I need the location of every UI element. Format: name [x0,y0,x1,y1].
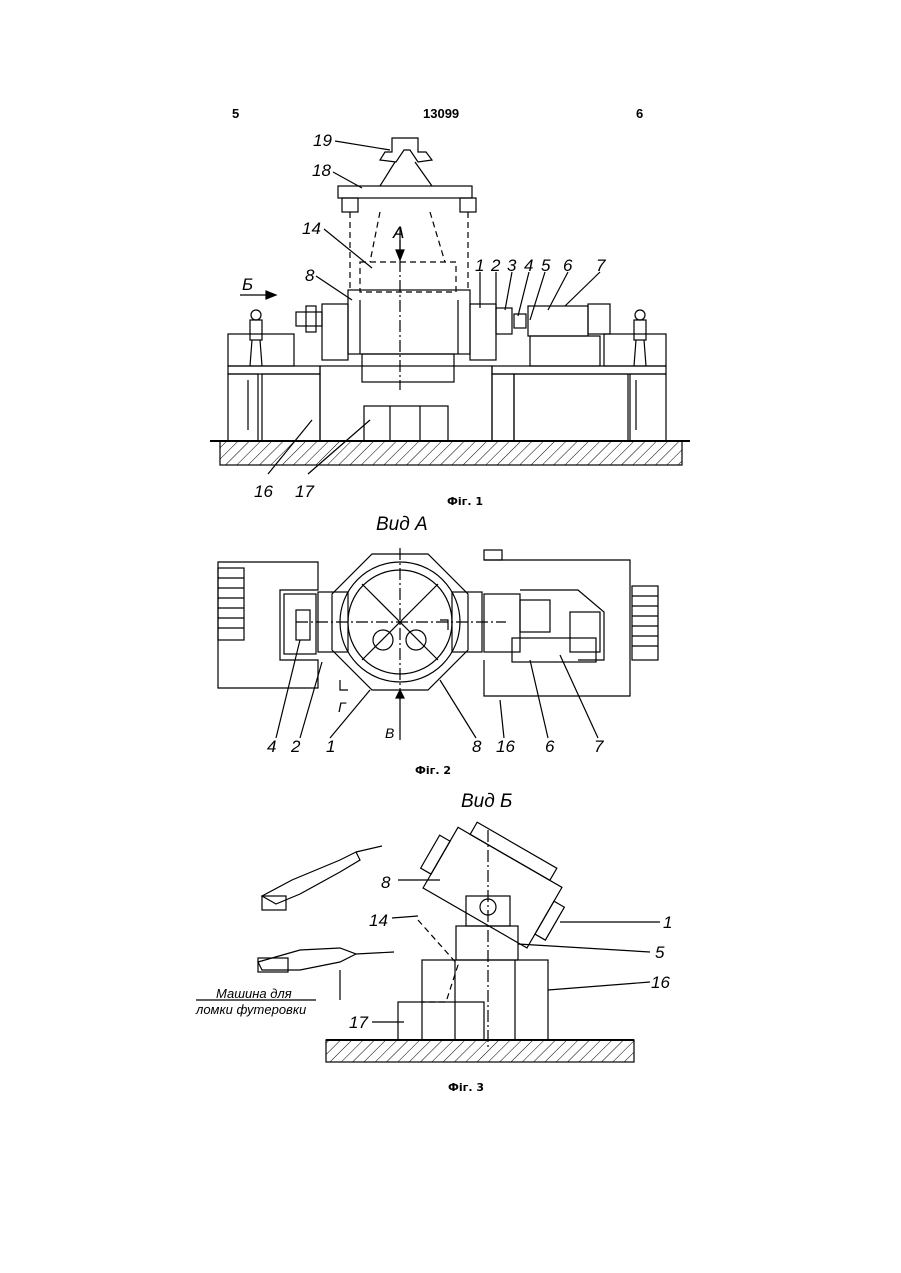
document-number: 13099 [423,106,459,121]
drive-motor [528,306,588,336]
fig2-label-1: 1 [326,737,335,756]
converter-bottom [362,354,454,382]
fig3-label-17: 17 [349,1013,368,1032]
fig1-label-2: 2 [490,256,501,275]
support-5 [456,926,518,960]
figure-2-view-title: Вид А [376,514,428,536]
fig1-label-19: 19 [313,131,332,150]
traverse-beam [338,186,472,198]
figure-2-caption: Фіг. 2 [415,764,451,777]
fig1-label-18: 18 [312,161,331,180]
fig2-arrow-v: В [385,725,394,741]
tilted-converter [413,820,580,954]
fig3-label-14: 14 [369,911,388,930]
worker-left-icon [250,310,262,366]
machine-label-line2: ломки футеровки [195,1002,306,1017]
machine-upper-icon [262,846,382,910]
fig2-label-7: 7 [594,737,604,756]
fig2-label-16: 16 [496,737,515,756]
figure-3-caption: Фіг. 3 [448,1081,484,1094]
figure-3-view-title: Вид Б [461,791,512,813]
fig1-label-3: 3 [507,256,517,275]
ground-hatch [220,441,682,465]
fig2-label-2: 2 [290,737,301,756]
page-number-left: 5 [232,106,239,121]
fig3-label-1: 1 [663,913,672,932]
fig1-label-4: 4 [524,256,533,275]
worker-right-icon [634,310,646,366]
fig1-arrow-b: Б [242,275,253,294]
figure-1-caption: Фіг. 1 [447,495,483,508]
transfer-car [364,406,448,441]
fig3-label-16: 16 [651,973,670,992]
fig1-label-5: 5 [541,256,551,275]
machine-label-line1: Машина для [216,986,292,1001]
machine-lower-icon [258,948,394,972]
fig3-label-5: 5 [655,943,665,962]
figure-3-drawing: 8 14 1 5 16 17 Машина для ломки футеровк… [0,820,901,1080]
page-number-right: 6 [636,106,643,121]
fig2-label-4: 4 [267,737,276,756]
fig1-label-17: 17 [295,482,314,501]
fig1-label-7: 7 [596,256,606,275]
figure-2-drawing: 4 2 1 8 16 6 7 Г В [0,540,901,760]
fig1-label-1: 1 [475,256,484,275]
fig2-label-6: 6 [545,737,555,756]
fig1-label-14: 14 [302,219,321,238]
converter-vessel-dashed [360,262,456,292]
converter-body [348,290,470,354]
fig1-label-6: 6 [563,256,573,275]
stair-left [218,568,244,640]
pier-16 [422,960,548,1040]
fig2-section-g: Г [338,699,347,715]
fig1-arrow-a: А [392,223,404,242]
fig1-label-8: 8 [305,266,315,285]
fig3-label-8: 8 [381,873,391,892]
fig2-label-8: 8 [472,737,482,756]
figure-1-drawing: 19 18 14 8 1 2 3 4 5 6 7 16 17 А Б [0,125,901,505]
stair-right [632,586,658,660]
fig1-label-16: 16 [254,482,273,501]
